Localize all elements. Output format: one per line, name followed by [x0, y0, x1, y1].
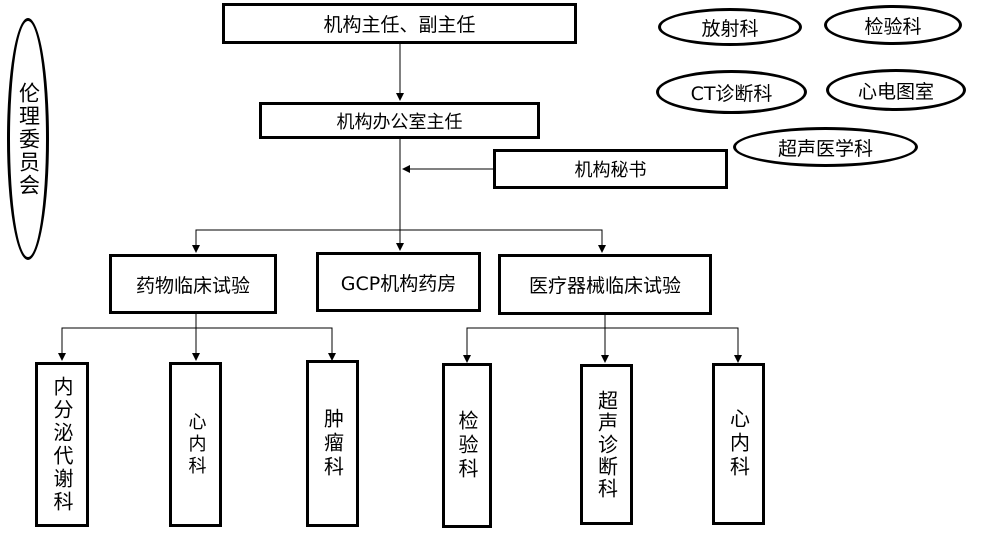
- dept-endocrine: 内分泌代谢科: [35, 362, 89, 527]
- dept-ultrasound: 超声诊断科: [580, 364, 633, 525]
- office-director-box: 机构办公室主任: [259, 102, 540, 139]
- drug-trial-label: 药物临床试验: [135, 274, 250, 297]
- device-trial-box: 医疗器械临床试验: [498, 254, 712, 315]
- dept-label: 心内科: [185, 411, 207, 478]
- secretary-box: 机构秘书: [493, 149, 728, 189]
- support-dept-lab: 检验科: [824, 5, 962, 45]
- dept-label: 内分泌代谢科: [50, 375, 74, 514]
- office-director-label: 机构办公室主任: [336, 111, 463, 133]
- device-trial-label: 医疗器械临床试验: [528, 275, 681, 297]
- support-dept-label: 检验科: [864, 15, 922, 38]
- support-dept-label: CT诊断科: [690, 82, 773, 105]
- dept-label: 心内科: [726, 408, 751, 480]
- gcp-pharmacy-box: GCP机构药房: [316, 252, 481, 312]
- support-dept-ultrasound: 超声医学科: [733, 127, 918, 167]
- secretary-label: 机构秘书: [574, 160, 647, 181]
- dept-oncology: 肿瘤科: [306, 360, 359, 527]
- drug-trial-box: 药物临床试验: [109, 254, 277, 314]
- director-box: 机构主任、副主任: [222, 3, 577, 44]
- ethics-committee-oval: 伦理委员会: [7, 18, 49, 260]
- branch-bar: [195, 229, 603, 250]
- dept-label: 检验科: [455, 409, 479, 482]
- dept-cardiology-drug: 心内科: [169, 362, 222, 527]
- drug-branch-bar: [61, 327, 333, 358]
- support-dept-radiology: 放射科: [658, 8, 802, 46]
- dept-label: 超声诊断科: [594, 389, 619, 500]
- dept-label: 肿瘤科: [320, 407, 345, 480]
- ethics-committee-label: 伦理委员会: [16, 81, 41, 197]
- dept-lab: 检验科: [442, 363, 492, 528]
- gcp-pharmacy-label: GCP机构药房: [340, 272, 457, 295]
- support-dept-ecg: 心电图室: [826, 69, 966, 111]
- support-dept-label: 心电图室: [857, 80, 934, 103]
- support-dept-label: 超声医学科: [777, 137, 873, 160]
- support-dept-ct: CT诊断科: [656, 70, 807, 114]
- dept-cardiology-device: 心内科: [712, 363, 765, 525]
- device-branch-bar: [466, 327, 739, 360]
- director-label: 机构主任、副主任: [323, 14, 476, 36]
- support-dept-label: 放射科: [701, 17, 759, 40]
